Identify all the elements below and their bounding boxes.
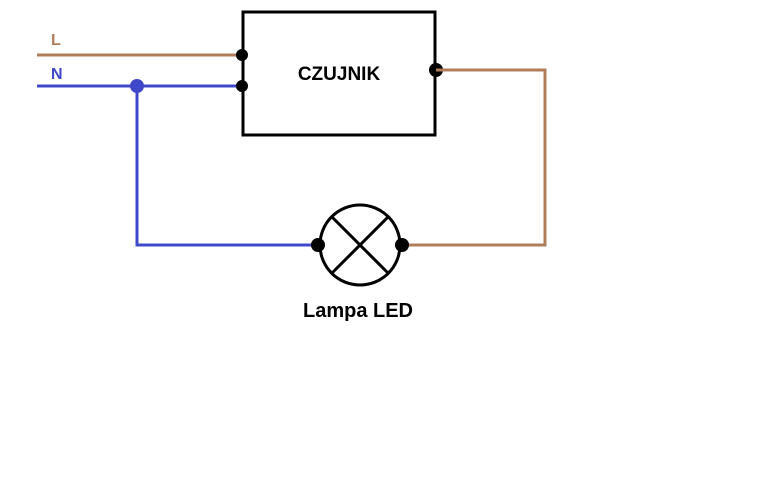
neutral-junction-dot <box>130 79 144 93</box>
sensor-terminal-l <box>236 49 248 61</box>
neutral-wire-label: N <box>51 66 63 83</box>
lamp-terminal-left <box>311 238 325 252</box>
neutral-wire-to-lamp <box>135 86 318 247</box>
sensor-label: CZUJNIK <box>298 64 381 85</box>
switched-live-wire <box>402 68 547 247</box>
lamp-label: Lampa LED <box>303 300 413 322</box>
sensor-terminal-n <box>236 80 248 92</box>
sensor-box <box>241 10 437 137</box>
live-wire-label: L <box>51 32 61 49</box>
lamp-icon <box>318 203 402 287</box>
lamp-terminal-right <box>395 238 409 252</box>
